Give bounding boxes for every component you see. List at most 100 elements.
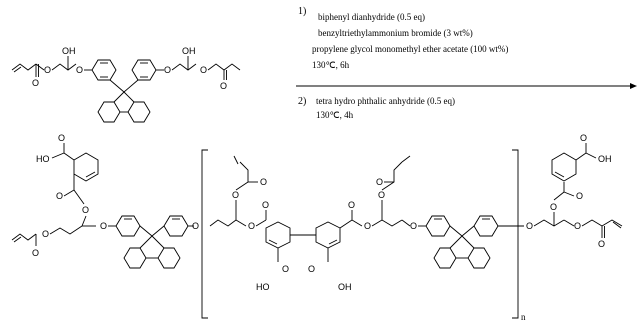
step1-reagent-3: propylene glycol monomethyl ether acetat… xyxy=(312,44,508,54)
bond xyxy=(339,219,353,229)
ether-oxygen-label: O xyxy=(164,65,171,75)
ester-oxygen-label: O xyxy=(364,221,371,231)
reaction-arrow-head xyxy=(630,83,637,89)
biphenyl-ring xyxy=(315,221,341,249)
reaction-conditions: 1) biphenyl dianhydride (0.5 eq) benzylt… xyxy=(296,6,637,120)
ester-oxygen-label: O xyxy=(550,202,557,212)
bond xyxy=(51,63,77,71)
step2-reagent: tetra hydro phthalic anhydride (0.5 eq) xyxy=(316,96,455,106)
bond xyxy=(233,155,239,165)
fluorene-ring xyxy=(433,247,457,269)
carbonyl-oxygen-label: O xyxy=(348,200,355,210)
bond xyxy=(13,236,22,243)
step2-number: 2) xyxy=(298,96,306,107)
step2-conditions: 130℃, 4h xyxy=(316,110,354,120)
step1-reagent-1: biphenyl dianhydride (0.5 eq) xyxy=(318,12,425,22)
bond xyxy=(449,225,463,237)
bond xyxy=(13,66,22,73)
bond xyxy=(11,63,37,71)
repeat-bracket-right xyxy=(512,149,519,319)
carboxyl-hydroxyl-label: OH xyxy=(598,154,612,164)
fluorene-ring xyxy=(127,101,151,123)
ester-oxygen-label: O xyxy=(42,229,49,239)
bond xyxy=(351,219,363,227)
bond xyxy=(81,215,87,227)
bond xyxy=(109,79,125,93)
carbonyl-oxygen-label: O xyxy=(262,200,269,210)
bond xyxy=(235,219,247,227)
bond xyxy=(51,152,65,159)
carbonyl-oxygen-label: O xyxy=(376,177,383,187)
bond xyxy=(11,233,37,241)
carboxyl-oxygen-label: O xyxy=(580,133,587,143)
ether-oxygen-label: O xyxy=(410,221,417,231)
bond xyxy=(268,239,278,245)
bond xyxy=(553,182,565,201)
carboxyl-oxygen-label: O xyxy=(58,133,65,143)
step1-reagent-2: benzyltriethylammonium bromide (3 wt%) xyxy=(318,28,473,38)
biphenyl-ring xyxy=(265,221,291,249)
bond xyxy=(585,152,597,159)
bond xyxy=(151,235,165,249)
step1-number: 1) xyxy=(298,6,306,17)
fluorene-ring xyxy=(97,101,121,123)
bond xyxy=(401,219,411,227)
hydroxyl-label: OH xyxy=(182,46,196,56)
bond xyxy=(612,221,622,229)
bond xyxy=(139,235,153,249)
bond xyxy=(563,219,575,227)
bond xyxy=(49,225,83,235)
bond xyxy=(554,171,565,178)
fluorene-ring xyxy=(157,247,181,269)
fluorene-ring xyxy=(123,247,147,269)
phenyl-ring xyxy=(91,59,117,81)
bond xyxy=(171,63,197,71)
ether-oxygen-label: O xyxy=(76,65,83,75)
bond xyxy=(461,225,475,237)
bond xyxy=(151,225,165,237)
bond xyxy=(35,63,45,71)
bond xyxy=(563,191,575,197)
product-structure: O HO O O O O O O xyxy=(11,133,623,322)
starting-material-structure: O O OH O O OH O O xyxy=(11,46,241,123)
carboxyl-hydroxyl-label: HO xyxy=(36,154,50,164)
carbonyl-oxygen-label: O xyxy=(32,248,39,258)
bond xyxy=(85,171,96,178)
bond xyxy=(209,219,237,227)
repeat-count-label: n xyxy=(521,312,526,322)
bond xyxy=(575,152,587,161)
ester-carbonyl-label: O xyxy=(576,191,583,201)
ester-oxygen-label: O xyxy=(82,205,89,215)
bond xyxy=(63,152,75,161)
bond xyxy=(255,219,267,227)
ester-oxygen-label: O xyxy=(232,190,239,200)
bond xyxy=(207,63,241,71)
hydroxyl-label: OH xyxy=(62,46,76,56)
ester-oxygen-label: O xyxy=(378,190,385,200)
carbonyl-oxygen-label: O xyxy=(260,177,267,187)
bond xyxy=(449,235,463,249)
carbonyl-oxygen-label: O xyxy=(598,239,605,249)
ester-oxygen-label: O xyxy=(200,65,207,75)
bond xyxy=(371,219,403,227)
bond xyxy=(73,189,85,205)
bond xyxy=(123,79,139,93)
carboxyl-hydroxyl-label: HO xyxy=(256,282,270,292)
ester-carbonyl-label: O xyxy=(56,191,63,201)
bond xyxy=(381,161,403,191)
bond xyxy=(533,219,565,227)
carboxyl-oxygen-label: O xyxy=(282,264,289,274)
carbonyl-oxygen-label: O xyxy=(220,81,227,91)
bond xyxy=(461,235,475,249)
ether-oxygen-label: O xyxy=(574,221,581,231)
bond xyxy=(139,225,153,237)
cyclohexene-ring xyxy=(551,152,577,182)
bond xyxy=(581,219,623,227)
bond xyxy=(123,91,135,103)
repeat-bracket-left xyxy=(201,149,208,319)
bond xyxy=(401,155,411,163)
ester-oxygen-label: O xyxy=(248,221,255,231)
ether-oxygen-label: O xyxy=(192,221,199,231)
ether-oxygen-label: O xyxy=(100,221,107,231)
